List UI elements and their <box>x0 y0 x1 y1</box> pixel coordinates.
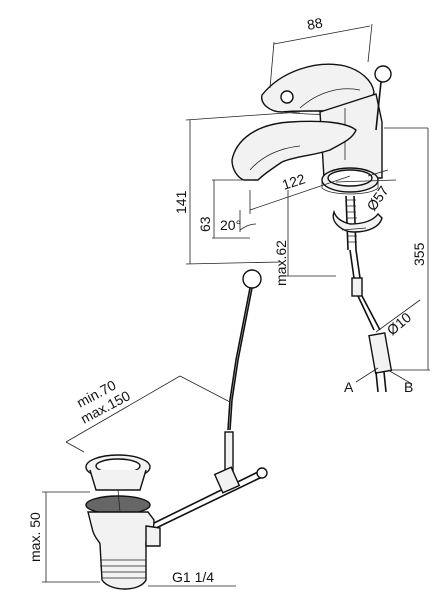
hose-a-label: A <box>344 379 354 395</box>
dimension-max-62-label: max.62 <box>273 240 289 286</box>
dimension-min70-max150: min.70 max.150 <box>65 375 231 453</box>
dimension-63-label: 63 <box>197 216 213 232</box>
pop-up-rod-knob <box>374 65 392 131</box>
dimension-thread: G1 1/4 <box>148 569 236 587</box>
pop-up-rod <box>224 269 262 473</box>
dimension-angle-20-label: 20° <box>220 217 241 233</box>
dimension-max-50: max. 50 <box>27 491 100 583</box>
dimension-355-label: 355 <box>411 242 427 266</box>
dimension-141: 141 <box>173 111 301 265</box>
hose-b-label: B <box>404 379 413 395</box>
drain-body <box>85 454 161 590</box>
dimension-dia-10-label: Ø10 <box>384 309 415 338</box>
dimension-63: 63 <box>197 179 254 239</box>
dimension-88: 88 <box>269 14 373 89</box>
dimension-355: 355 <box>384 127 430 371</box>
hose-labels: A B <box>344 367 413 395</box>
dimension-max-50-label: max. 50 <box>27 512 43 562</box>
dimension-angle-20: 20° <box>220 210 257 233</box>
drain-linkage <box>149 466 268 531</box>
dimension-88-label: 88 <box>306 14 324 32</box>
supply-hoses <box>349 249 393 393</box>
dimension-141-label: 141 <box>173 190 189 214</box>
mounting-hardware <box>332 195 383 251</box>
thread-label: G1 1/4 <box>172 569 214 585</box>
dimension-122: 122 <box>249 170 351 214</box>
dimension-122-label: 122 <box>280 170 307 193</box>
dimension-max-62: max.62 <box>273 190 336 286</box>
